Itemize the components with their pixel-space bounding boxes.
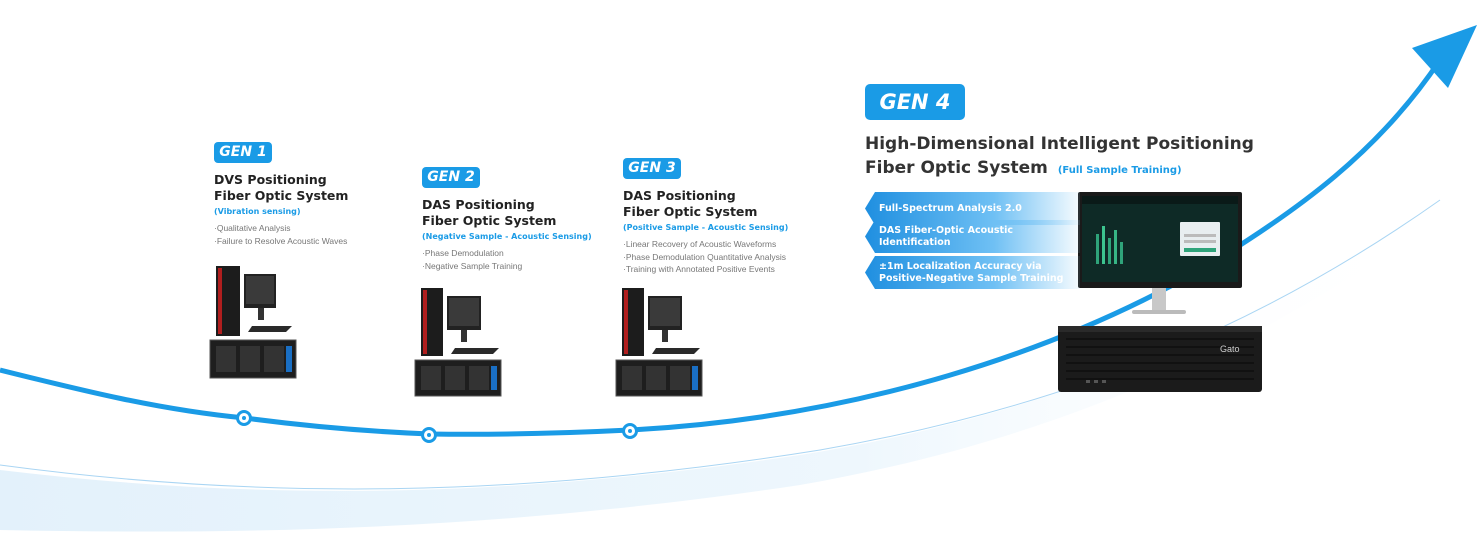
server-brand-label: Gato (1220, 344, 1240, 354)
gen2-bullet: Negative Sample Training (422, 260, 592, 273)
gen4-feature-2-line1: DAS Fiber-Optic Acoustic (879, 224, 1013, 236)
gen2-title: DAS Positioning Fiber Optic System (422, 197, 592, 229)
gen4-subtitle: (Full Sample Training) (1057, 165, 1182, 176)
gen3-title-line1: DAS Positioning (623, 188, 736, 203)
gen3-badge: GEN 3 (623, 158, 681, 179)
gen4-system-illustration: Gato (1058, 192, 1262, 392)
gen3-subtitle: (Positive Sample - Acoustic Sensing) (623, 223, 789, 232)
gen4-badge: GEN 4 (865, 84, 965, 120)
gen1-title-line1: DVS Positioning (214, 172, 327, 187)
gen3-bullets: Linear Recovery of Acoustic Waveforms Ph… (623, 238, 788, 276)
gen2-subtitle: (Negative Sample - Acoustic Sensing) (422, 232, 592, 241)
gen1-bullets: Qualitative Analysis Failure to Resolve … (214, 222, 348, 247)
gen4-feature-3-line1: ±1m Localization Accuracy via (879, 260, 1042, 272)
gen3-bullet: Phase Demodulation Quantitative Analysis (623, 251, 788, 264)
gen2-pc-illustration (414, 288, 502, 397)
gen1-bullet: Failure to Resolve Acoustic Waves (214, 235, 348, 248)
gen1-badge: GEN 1 (214, 142, 272, 163)
gen4-title: High-Dimensional Intelligent Positioning… (865, 132, 1254, 183)
gen4-feature-3-line2: Positive-Negative Sample Training (879, 272, 1064, 284)
gen4-feature-1: Full-Spectrum Analysis 2.0 (865, 192, 1080, 225)
gen2-block: GEN 2 DAS Positioning Fiber Optic System… (422, 167, 592, 272)
gen3-title: DAS Positioning Fiber Optic System (623, 188, 788, 220)
gen4-title-line1: High-Dimensional Intelligent Positioning (865, 134, 1254, 154)
thin-swoosh-line (0, 199, 1441, 490)
gen1-block: GEN 1 DVS Positioning Fiber Optic System… (214, 142, 348, 247)
gen1-subtitle: (Vibration sensing) (214, 207, 301, 216)
gen4-feature-1-text: Full-Spectrum Analysis 2.0 (879, 203, 1022, 215)
gen1-title: DVS Positioning Fiber Optic System (214, 172, 348, 204)
gen3-bullet: Linear Recovery of Acoustic Waveforms (623, 238, 788, 251)
timeline-node-gen2 (421, 427, 437, 443)
gen2-title-line2: Fiber Optic System (422, 213, 557, 228)
gen4-title-line2-row: Fiber Optic System (Full Sample Training) (865, 156, 1254, 183)
gen3-pc-illustration (615, 288, 703, 397)
gen3-title-line2: Fiber Optic System (623, 204, 758, 219)
gen2-badge: GEN 2 (422, 167, 480, 188)
gen1-title-line2: Fiber Optic System (214, 188, 349, 203)
gen3-bullet: Training with Annotated Positive Events (623, 263, 788, 276)
gen2-bullets: Phase Demodulation Negative Sample Train… (422, 247, 592, 272)
timeline-node-gen3 (622, 423, 638, 439)
gen4-block: GEN 4 High-Dimensional Intelligent Posit… (865, 84, 1254, 183)
gen4-feature-2-line2: Identification (879, 236, 951, 248)
gen3-block: GEN 3 DAS Positioning Fiber Optic System… (623, 158, 788, 276)
gen1-bullet: Qualitative Analysis (214, 222, 348, 235)
gen4-title-line2: Fiber Optic System (865, 158, 1048, 178)
gen4-feature-1-line1: Full-Spectrum Analysis 2.0 (879, 202, 1022, 214)
gen2-bullet: Phase Demodulation (422, 247, 592, 260)
timeline-node-gen1 (236, 410, 252, 426)
gen2-title-line1: DAS Positioning (422, 197, 535, 212)
timeline-arrowhead (1412, 25, 1477, 88)
gen1-pc-illustration (209, 266, 297, 379)
